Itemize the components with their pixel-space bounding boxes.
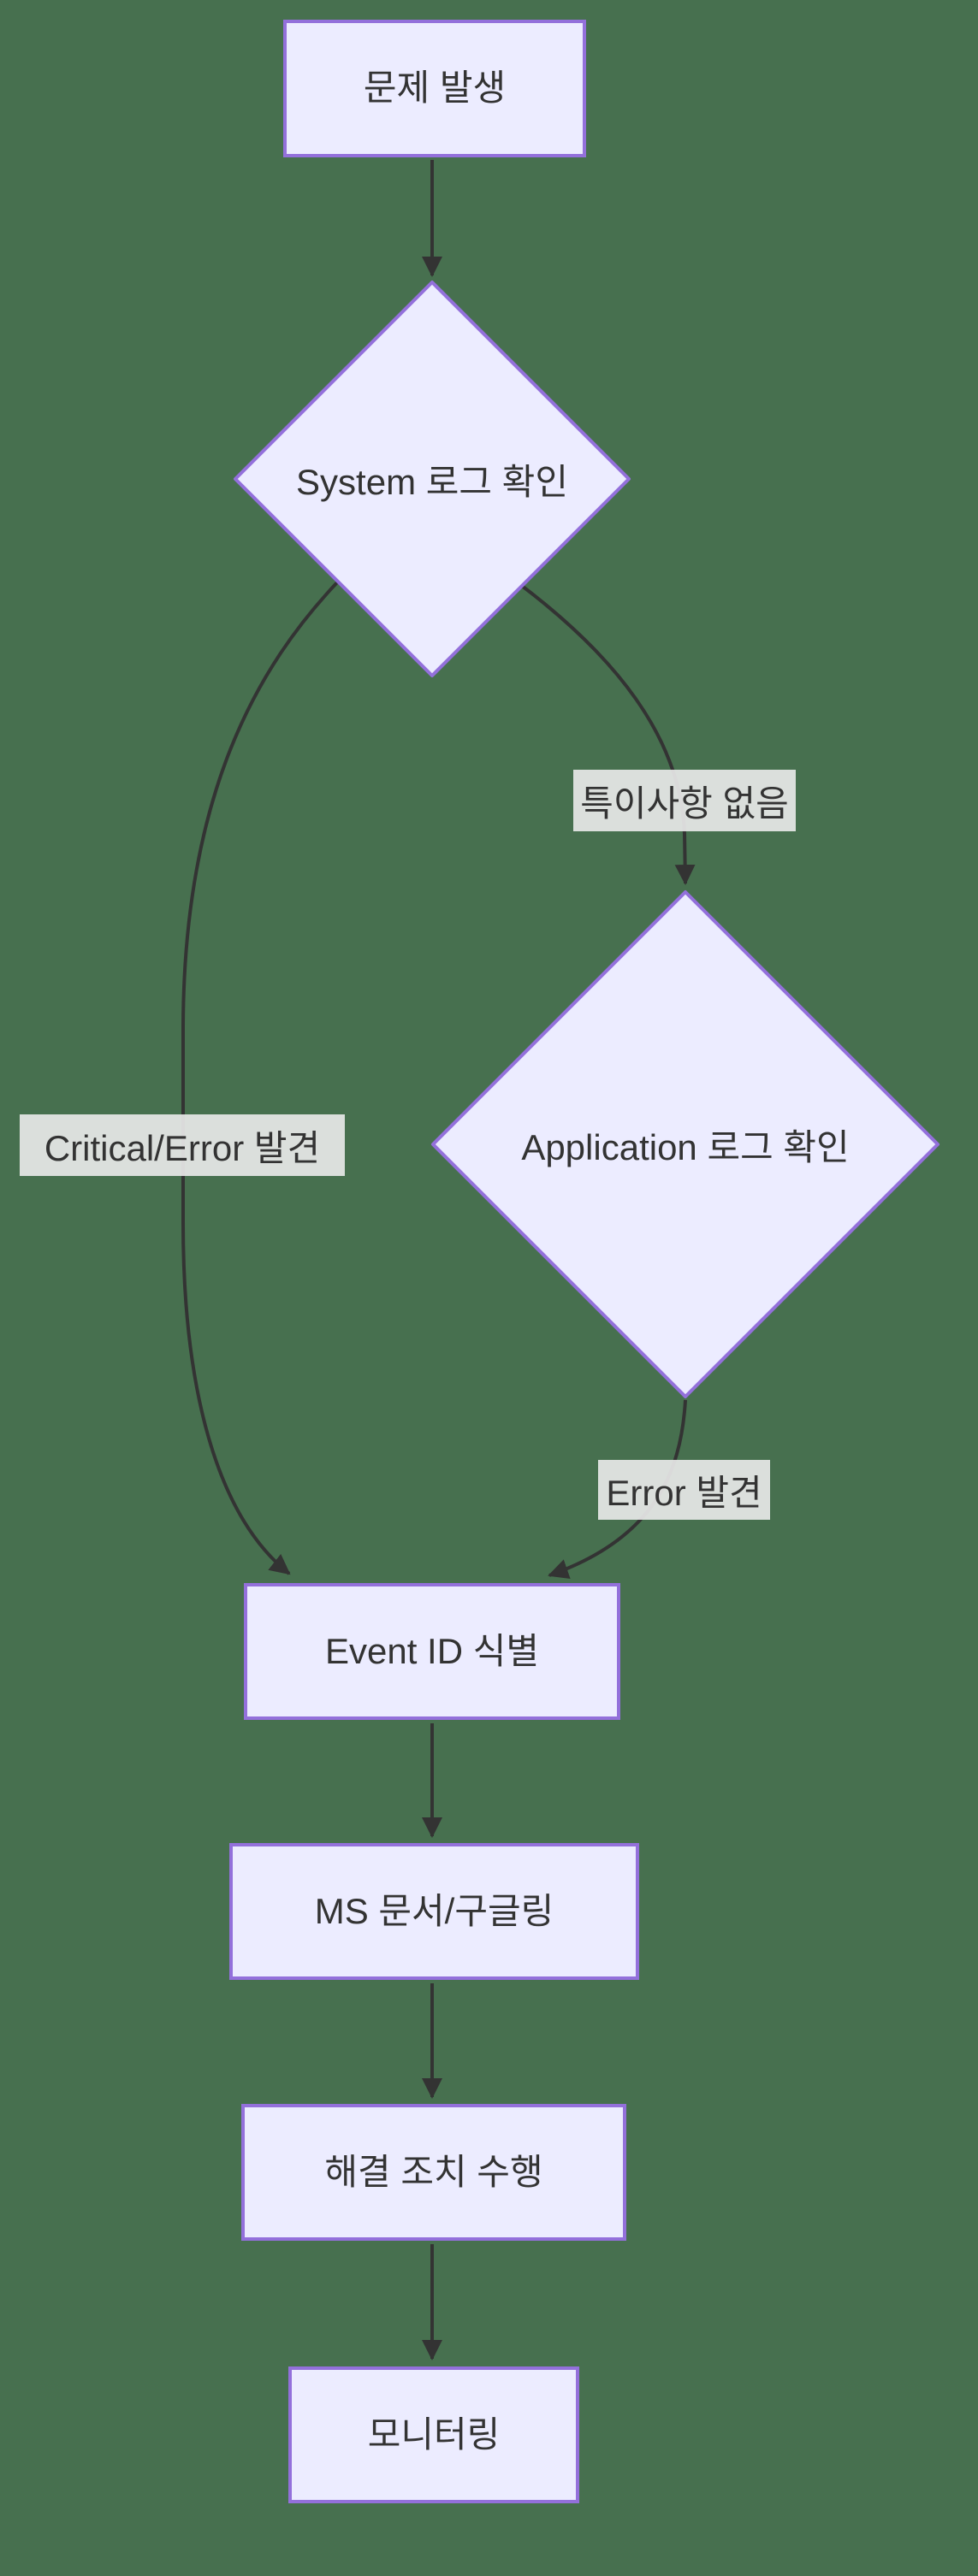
node-app-check-label: Application 로그 확인	[521, 1126, 850, 1167]
node-monitor: 모니터링	[288, 2366, 579, 2503]
node-monitor-label: 모니터링	[367, 2414, 501, 2455]
edge-system-to-event-critical	[181, 580, 340, 1575]
edge-label-critical-error: Critical/Error 발견	[20, 1114, 345, 1176]
decision-system-log-shape	[234, 281, 631, 677]
node-event-id: Event ID 식별	[244, 1583, 620, 1720]
decision-application-log-shape	[431, 890, 939, 1398]
edge-label-none: 특이사항 없음	[573, 770, 796, 831]
edge-label-error: Error 발견	[598, 1460, 770, 1520]
node-ms-doc-label: MS 문서/구글링	[314, 1890, 554, 1931]
node-system-check-label: System 로그 확인	[296, 461, 568, 502]
node-resolve-label: 해결 조치 수행	[324, 2151, 543, 2192]
node-problem-label: 문제 발생	[363, 68, 507, 109]
node-problem: 문제 발생	[283, 20, 586, 157]
node-event-id-label: Event ID 식별	[324, 1630, 540, 1671]
node-ms-doc: MS 문서/구글링	[229, 1843, 639, 1980]
node-resolve: 해결 조치 수행	[241, 2104, 626, 2241]
edge-system-to-app-none	[520, 584, 696, 885]
